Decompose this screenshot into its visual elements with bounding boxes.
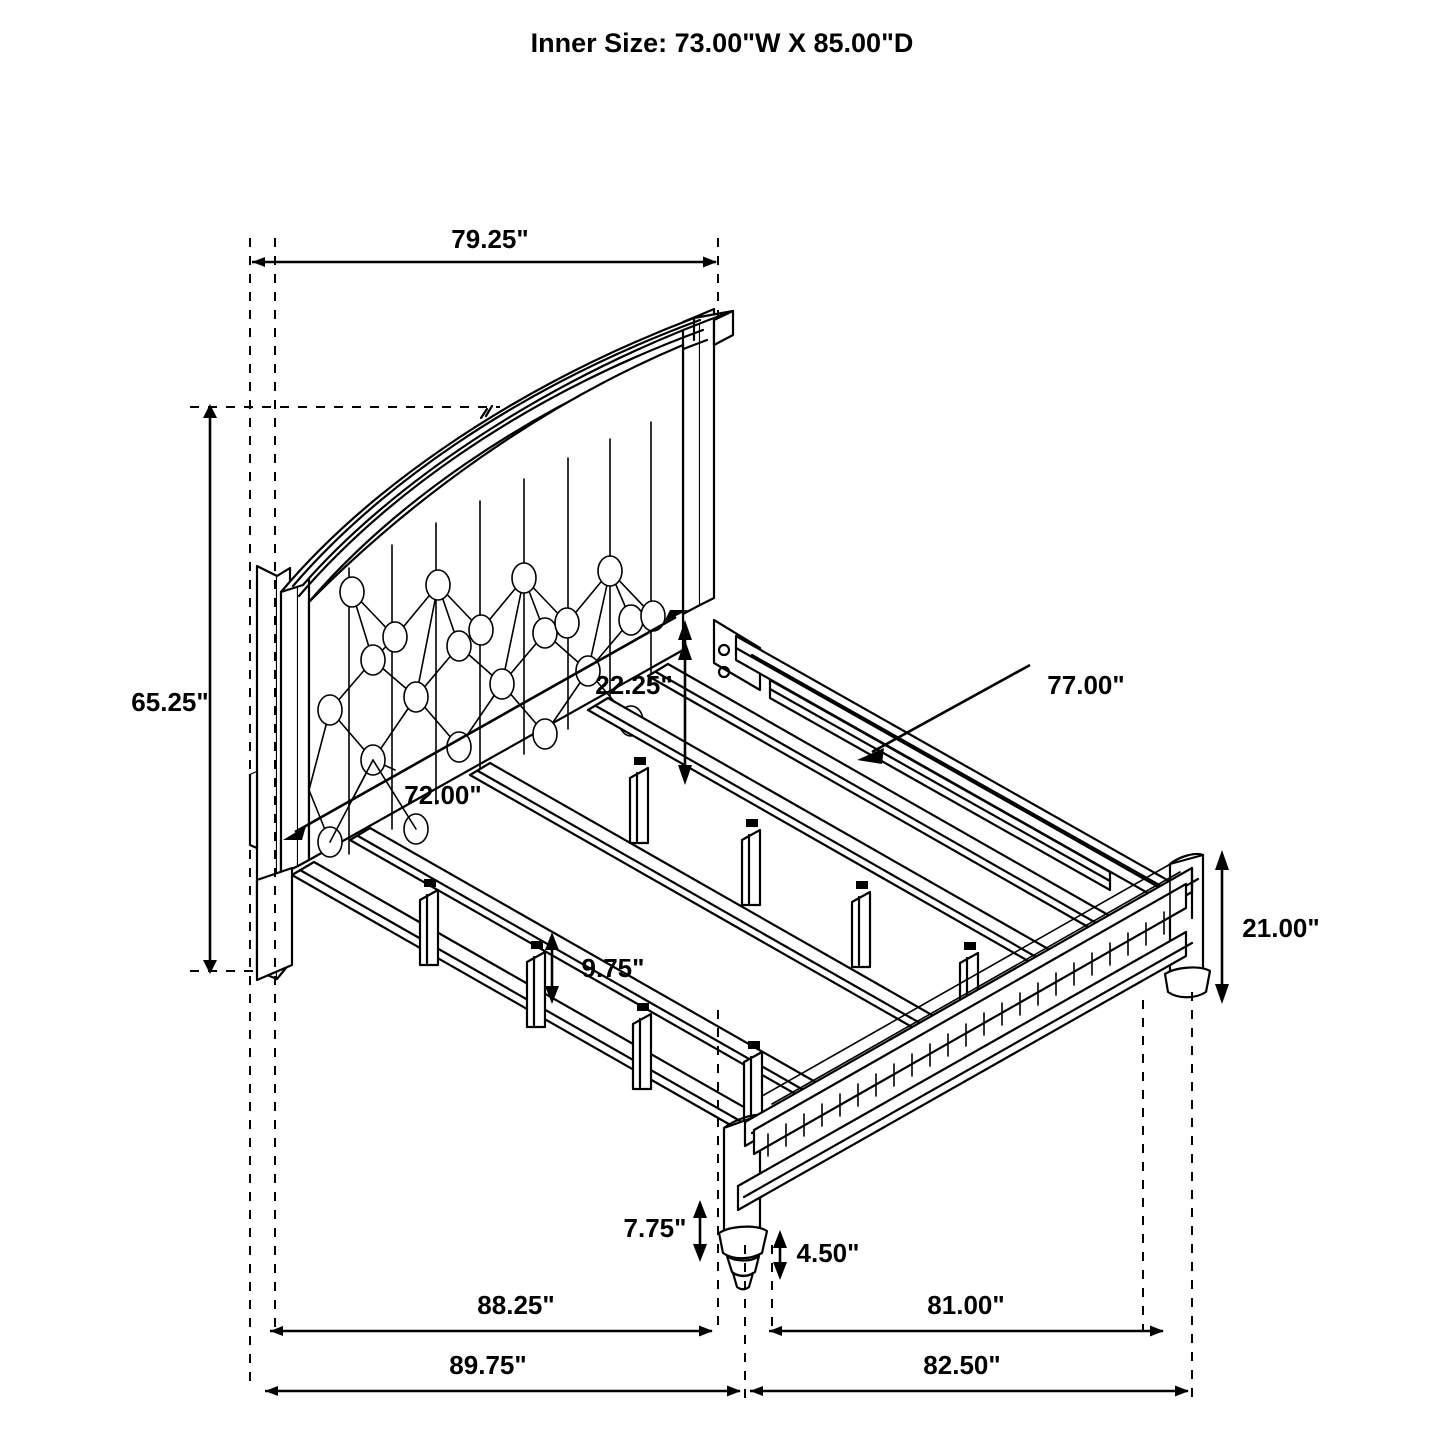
bed-illustration [248,307,1212,1291]
dim-bun-foot-height [773,1230,787,1280]
dim-headboard-panel-to-rail [678,620,692,785]
dim-post-to-floor [693,1200,707,1262]
dimension-labels: 79.25" 65.25" 22.25" 72.00" 77.00" 9.75"… [131,224,1319,1380]
dim-headboard-height [203,404,217,974]
dim-label-bun-foot-height: 4.50" [797,1238,860,1268]
right-rail-return [1169,866,1194,931]
dim-label-overall-headboard-width: 79.25" [451,224,528,254]
dim-label-headboard-panel-to-rail: 22.25" [595,670,672,700]
dim-slat-leg-height [545,932,559,1004]
dim-label-side-rail-length: 77.00" [1047,670,1124,700]
dim-label-post-to-floor: 7.75" [624,1213,687,1243]
dim-footboard-height [1215,850,1229,1004]
dim-label-footboard-height: 21.00" [1242,913,1319,943]
footboard-dentil-molding [767,911,1165,1157]
dim-label-post-to-footboard-depth: 81.00" [927,1290,1004,1320]
left-side-rail [734,634,1202,920]
dim-label-headboard-height: 65.25" [131,687,208,717]
dim-label-headboard-to-post-depth: 88.25" [477,1290,554,1320]
dim-label-overall-left-depth: 89.75" [449,1350,526,1380]
page-title: Inner Size: 73.00"W X 85.00"D [531,28,914,58]
extension-lines [190,238,1193,1400]
dim-label-slat-leg-height: 9.75" [582,953,645,983]
footboard [717,852,1212,1291]
dim-label-headboard-inner-width: 72.00" [404,780,481,810]
headboard-panel [279,307,735,876]
dim-label-overall-right-depth: 82.50" [923,1350,1000,1380]
center-support-rail [768,678,1112,892]
dim-headboard-inner-width [283,610,688,840]
dimension-lines [203,256,1229,1397]
dim-side-rail-length [857,663,1031,764]
